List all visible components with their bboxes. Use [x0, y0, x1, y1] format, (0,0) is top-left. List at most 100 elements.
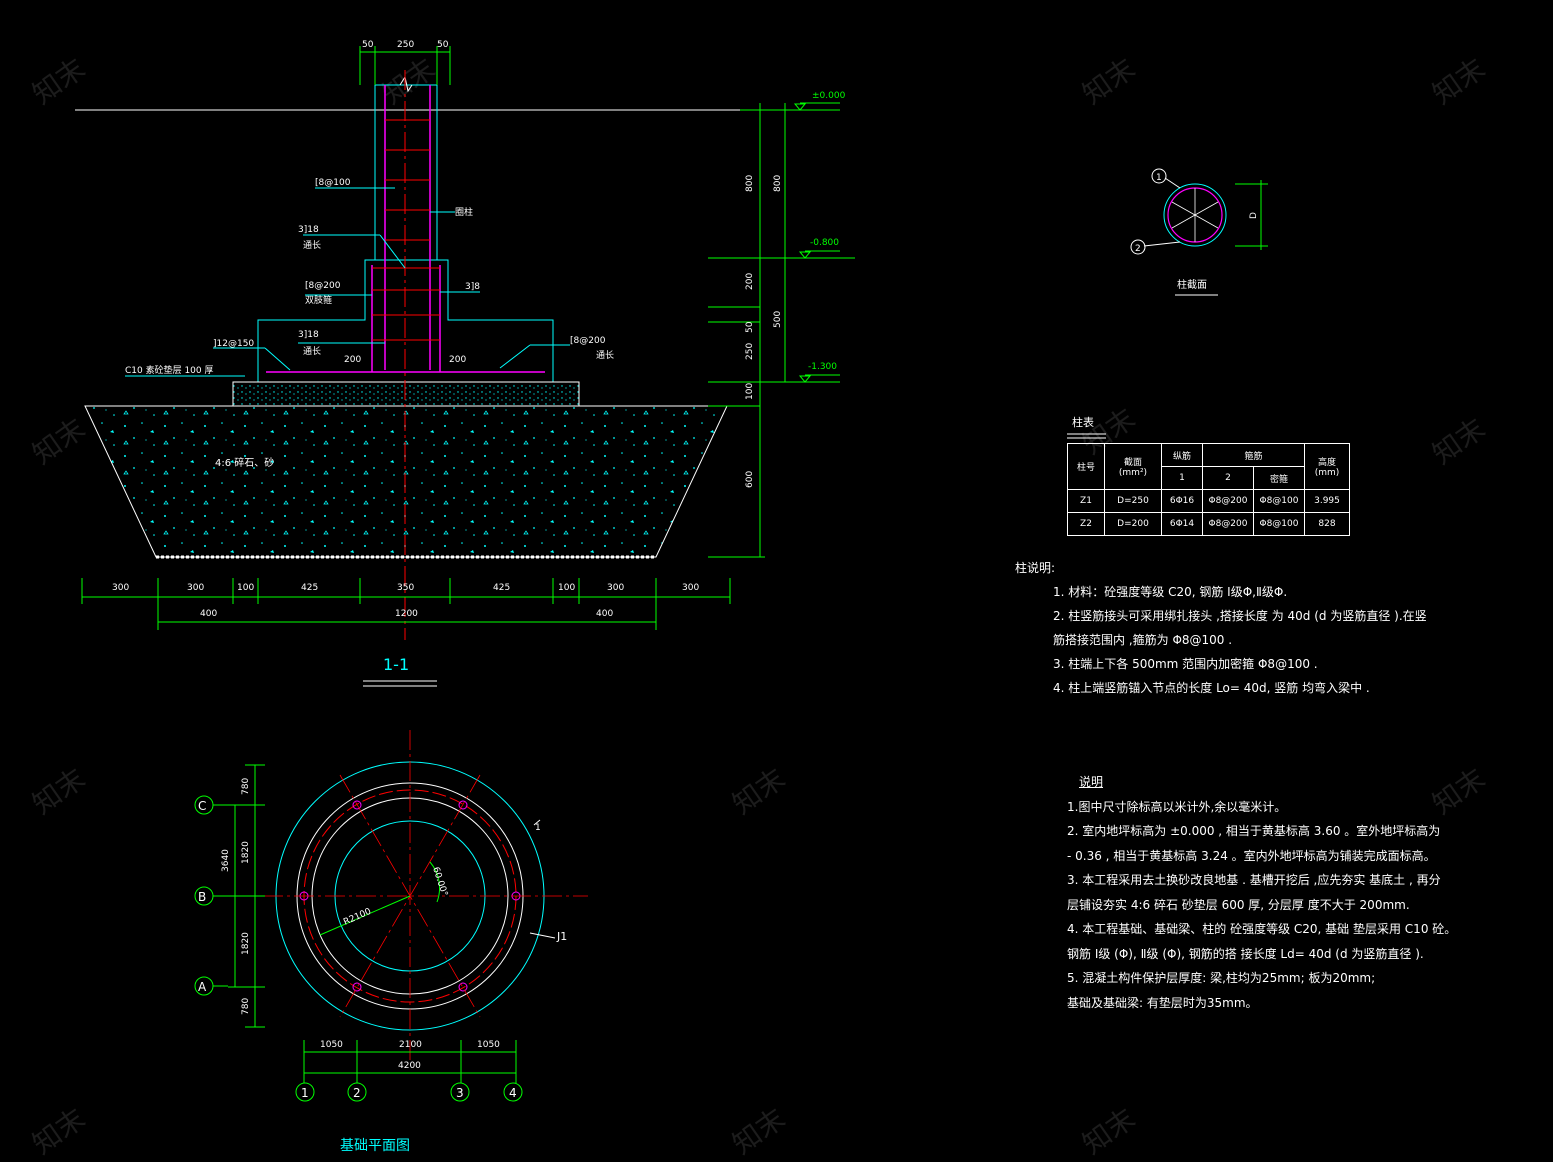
- rdim-800b: 800: [773, 175, 783, 192]
- col-note-line: 筋搭接范围内 ,箍筋为 Φ8@100 .: [1053, 633, 1233, 647]
- col-note-line: 4. 柱上端竖筋锚入节点的长度 Lo= 40d, 竖筋 均弯入梁中 .: [1053, 681, 1370, 695]
- dim-top-3: 50: [437, 40, 449, 50]
- gen-note-line: 5. 混凝土构件保护层厚度: 梁,柱均为25mm; 板为20mm;: [1067, 971, 1376, 985]
- bdim-5: 350: [397, 583, 414, 593]
- column-table: 柱号 截面(mm²) 纵筋 箍筋 高度(mm) 1 2 密箍 Z1 D=250 …: [1067, 443, 1350, 536]
- gen-note-line: 4. 本工程基础、基础梁、柱的 砼强度等级 C20, 基础 垫层采用 C10 砼…: [1067, 922, 1457, 936]
- th-height: 高度(mm): [1304, 443, 1350, 490]
- bdim-6: 425: [493, 583, 510, 593]
- lbl-bottom-bar3: 通长: [596, 349, 614, 361]
- th-section: 截面(mm²): [1104, 443, 1162, 490]
- th-no: 柱号: [1067, 443, 1105, 490]
- table-row: Z2 D=200 6Φ14 Φ8@200 Φ8@100 828: [1067, 512, 1350, 536]
- lbl-rebar-a: 3]18: [298, 225, 319, 235]
- col-table-title: 柱表: [1072, 415, 1094, 429]
- bdim-8: 300: [607, 583, 624, 593]
- cell-long: 6Φ16: [1161, 489, 1203, 513]
- gen-note-line: 基础及基础梁: 有垫层时为35mm。: [1067, 995, 1258, 1010]
- th-dense: 密箍: [1253, 466, 1305, 490]
- dim-top-1: 50: [362, 40, 374, 50]
- rdim-100: 100: [745, 383, 755, 400]
- cell-no: Z2: [1067, 512, 1105, 536]
- lbl-rebar-c: 3]18: [298, 330, 319, 340]
- col-mark-2: 2: [1135, 244, 1141, 254]
- bdim2-1: 400: [200, 609, 217, 619]
- col-note-line: 2. 柱竖筋接头可采用绑扎接头 ,搭接长度 为 40d (d 为竖筋直径 ).在…: [1053, 609, 1427, 623]
- rdim-800a: 800: [745, 175, 755, 192]
- ldim-4: 780: [241, 998, 251, 1015]
- col-note-line: 3. 柱端上下各 500mm 范围内加密箍 Φ8@100 .: [1053, 657, 1318, 671]
- cell-section: D=200: [1104, 512, 1162, 536]
- ldim-total: 3640: [221, 849, 231, 872]
- radius-label: R2100: [342, 907, 373, 928]
- elev-0: ±0.000: [812, 91, 846, 101]
- angle-label: 60.00°: [430, 866, 449, 898]
- lbl-200a: 200: [344, 355, 361, 365]
- bdim-9: 300: [682, 583, 699, 593]
- pdim-1: 1050: [320, 1040, 343, 1050]
- foundation-plan: R2100 60.00° J1 1 780 1820 1820 780 3640: [194, 730, 588, 1154]
- ldim-3: 1820: [241, 932, 251, 955]
- th-long: 纵筋: [1161, 443, 1203, 467]
- lbl-bottom-bar2: [8@200: [570, 336, 606, 346]
- dim-top-2: 250: [397, 40, 414, 50]
- cell-height: 828: [1304, 512, 1350, 536]
- lbl-stirrup-mid2: 双肢箍: [305, 294, 332, 306]
- cell-long: 6Φ14: [1161, 512, 1203, 536]
- axis-3: 3: [456, 1086, 464, 1100]
- lbl-200b: 200: [449, 355, 466, 365]
- gen-note-line: - 0.36 , 相当于黄基标高 3.24 。室内外地坪标高为铺装完成面标高。: [1067, 848, 1436, 863]
- pdim-2: 2100: [399, 1040, 422, 1050]
- rdim-250: 250: [745, 343, 755, 360]
- col-mark-1: 1: [1156, 173, 1162, 183]
- rdim-500: 500: [773, 311, 783, 328]
- bdim-2: 300: [187, 583, 204, 593]
- ldim-1: 780: [241, 778, 251, 795]
- lbl-cushion: C10 素砼垫层 100 厚: [125, 364, 214, 376]
- axis-4: 4: [509, 1086, 517, 1100]
- gen-note-line: 3. 本工程采用去土换砂改良地基 . 基槽开挖后 ,应先夯实 基底土 , 再分: [1067, 873, 1441, 887]
- elev-2: -1.300: [808, 362, 837, 372]
- cell-dense: Φ8@100: [1253, 489, 1305, 513]
- axis-2: 2: [353, 1086, 361, 1100]
- th-stirrup: 箍筋: [1202, 443, 1305, 467]
- bdim-7: 100: [558, 583, 575, 593]
- cell-no: Z1: [1067, 489, 1105, 513]
- rdim-600: 600: [745, 471, 755, 488]
- gen-note-line: 1.图中尺寸除标高以米计外,余以毫米计。: [1067, 799, 1287, 814]
- bdim-1: 300: [112, 583, 129, 593]
- column-notes-title: 柱说明:: [1015, 561, 1056, 575]
- table-row: Z1 D=250 6Φ16 Φ8@200 Φ8@100 3.995: [1067, 489, 1350, 513]
- lbl-stirrup-mid: [8@200: [305, 281, 341, 291]
- bdim2-3: 400: [596, 609, 613, 619]
- axis-1: 1: [301, 1086, 309, 1100]
- gen-note-line: 层铺设夯实 4:6 碎石 砂垫层 600 厚, 分层厚 度不大于 200mm.: [1067, 897, 1410, 912]
- col-section-title: 柱截面: [1177, 278, 1207, 291]
- col-note-line: 1. 材料：砼强度等级 C20, 钢筋 Ⅰ级Φ,Ⅱ级Φ.: [1053, 585, 1288, 599]
- ldim-2: 1820: [241, 841, 251, 864]
- pdim-3: 1050: [477, 1040, 500, 1050]
- bdim-3: 100: [237, 583, 254, 593]
- lbl-rebar-b: 3]8: [465, 282, 480, 292]
- gen-note-line: 钢筋 Ⅰ级 (Φ), Ⅱ级 (Φ), 钢筋的搭 接长度 Ld= 40d (d 为…: [1067, 946, 1424, 961]
- th-c2: 2: [1202, 466, 1254, 490]
- lbl-ring-col: 圈柱: [455, 206, 473, 218]
- axis-b: B: [198, 890, 206, 904]
- lbl-gravel: 4:6 碎石、砂: [215, 456, 274, 469]
- axis-c: C: [198, 799, 206, 813]
- col-dim-d: D: [1249, 212, 1259, 219]
- section-title: 1-1: [383, 655, 409, 674]
- th-c1: 1: [1161, 466, 1203, 490]
- lbl-stirrup-top: [8@100: [315, 178, 351, 188]
- cell-dense: Φ8@100: [1253, 512, 1305, 536]
- tag-1: 1: [535, 823, 541, 833]
- pdim-total: 4200: [398, 1061, 421, 1071]
- rdim-200: 200: [745, 273, 755, 290]
- tag-j1: J1: [556, 930, 567, 943]
- column-notes: 柱说明: 1. 材料：砼强度等级 C20, 钢筋 Ⅰ级Φ,Ⅱ级Φ. 2. 柱竖筋…: [1015, 556, 1427, 700]
- gen-note-line: 2. 室内地坪标高为 ±0.000 , 相当于黄基标高 3.60 。室外地坪标高…: [1067, 824, 1441, 838]
- lbl-rebar-a2: 通长: [303, 239, 321, 251]
- rdim-50: 50: [745, 321, 755, 333]
- general-notes: 说明 1.图中尺寸除标高以米计外,余以毫米计。 2. 室内地坪标高为 ±0.00…: [1067, 770, 1456, 1015]
